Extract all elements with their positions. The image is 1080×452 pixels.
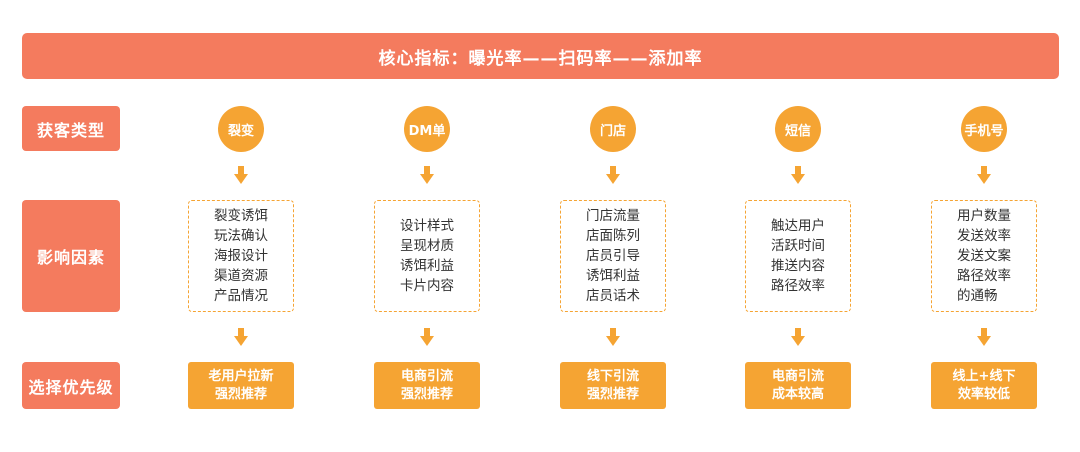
factors-box: 设计样式呈现材质诱饵利益卡片内容 [374,200,480,312]
down-arrow-icon [606,166,620,184]
factor-item: 路径效率 [771,278,825,294]
factor-item: 门店流量 [586,208,640,224]
priority-box: 电商引流成本较高 [745,362,851,409]
down-arrow-icon [234,166,248,184]
down-arrow-icon [420,166,434,184]
factor-item: 裂变诱饵 [214,208,268,224]
row-label-influencing-factors: 影响因素 [22,200,120,312]
factor-item: 设计样式 [400,218,454,234]
channel-type-badge: 手机号 [961,106,1007,152]
factors-box: 裂变诱饵玩法确认海报设计渠道资源产品情况 [188,200,294,312]
factor-item: 卡片内容 [400,278,454,294]
factor-item: 诱饵利益 [586,268,640,284]
channel-column: 短信触达用户活跃时间推送内容路径效率电商引流成本较高 [718,0,878,452]
priority-line: 线下引流 [586,368,639,384]
core-metrics-banner: 核心指标：曝光率——扫码率——添加率 [22,33,1059,79]
factor-item: 发送效率 [957,228,1011,244]
priority-line: 强烈推荐 [586,386,639,402]
factor-item: 玩法确认 [214,228,268,244]
down-arrow-icon [791,328,805,346]
down-arrow-icon [606,328,620,346]
factor-item: 店员话术 [586,288,640,304]
factor-item: 用户数量 [957,208,1011,224]
channel-type-badge: DM单 [404,106,450,152]
factors-box: 门店流量店面陈列店员引导诱饵利益店员话术 [560,200,666,312]
priority-line: 强烈推荐 [400,386,453,402]
priority-line: 电商引流 [771,368,824,384]
channel-type-badge: 裂变 [218,106,264,152]
row-label-priority: 选择优先级 [22,362,120,409]
factor-item: 活跃时间 [771,238,825,254]
down-arrow-icon [791,166,805,184]
factor-item: 诱饵利益 [400,258,454,274]
priority-line: 成本较高 [771,386,824,402]
down-arrow-icon [420,328,434,346]
factors-box: 用户数量发送效率发送文案路径效率的通畅 [931,200,1037,312]
priority-line: 电商引流 [400,368,453,384]
factor-item: 推送内容 [771,258,825,274]
priority-box: 老用户拉新强烈推荐 [188,362,294,409]
factor-item: 发送文案 [957,248,1011,264]
factors-box: 触达用户活跃时间推送内容路径效率 [745,200,851,312]
priority-line: 效率较低 [957,386,1010,402]
priority-box: 线上+线下效率较低 [931,362,1037,409]
factor-item: 店面陈列 [586,228,640,244]
channel-column: DM单设计样式呈现材质诱饵利益卡片内容电商引流强烈推荐 [347,0,507,452]
channel-type-badge: 短信 [775,106,821,152]
factor-item: 路径效率 [957,268,1011,284]
down-arrow-icon [977,328,991,346]
priority-box: 线下引流强烈推荐 [560,362,666,409]
factor-item: 渠道资源 [214,268,268,284]
priority-line: 线上+线下 [952,368,1016,384]
factor-item: 呈现材质 [400,238,454,254]
factor-item: 海报设计 [214,248,268,264]
channel-column: 裂变裂变诱饵玩法确认海报设计渠道资源产品情况老用户拉新强烈推荐 [161,0,321,452]
priority-line: 老用户拉新 [208,368,274,384]
factor-item: 的通畅 [957,288,998,304]
factor-item: 店员引导 [586,248,640,264]
channel-column: 门店门店流量店面陈列店员引导诱饵利益店员话术线下引流强烈推荐 [533,0,693,452]
down-arrow-icon [977,166,991,184]
channel-column: 手机号用户数量发送效率发送文案路径效率的通畅线上+线下效率较低 [904,0,1064,452]
priority-line: 强烈推荐 [214,386,267,402]
down-arrow-icon [234,328,248,346]
channel-type-badge: 门店 [590,106,636,152]
priority-box: 电商引流强烈推荐 [374,362,480,409]
factor-item: 产品情况 [214,288,268,304]
row-label-acquisition-type: 获客类型 [22,106,120,151]
factor-item: 触达用户 [771,218,825,234]
